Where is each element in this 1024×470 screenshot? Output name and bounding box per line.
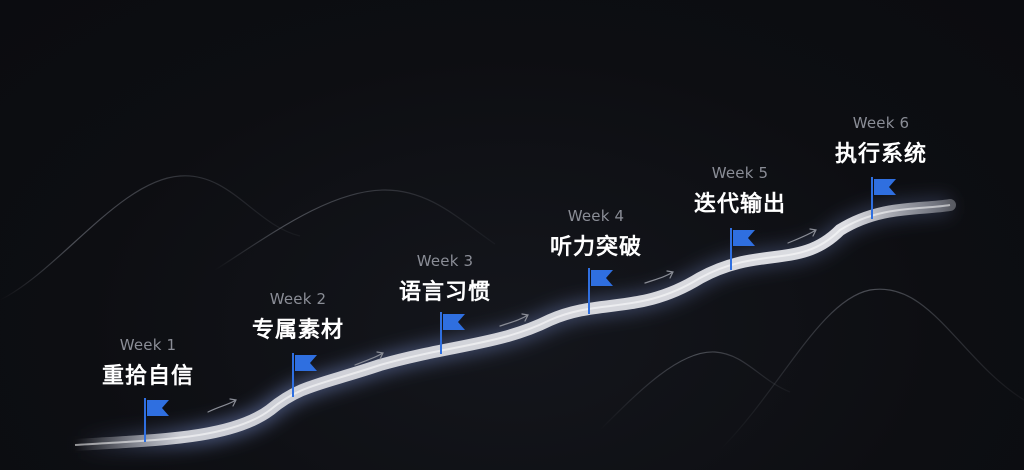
- flag-icon: [147, 400, 169, 416]
- milestone-5: Week 5 迭代输出: [640, 164, 840, 218]
- mountain-line-right-large: [719, 288, 1024, 451]
- flag-icon: [874, 179, 896, 195]
- trail-arrow-3: [499, 313, 529, 327]
- milestone-title: 迭代输出: [693, 192, 786, 217]
- flag-3: [440, 312, 465, 354]
- milestone-week: Week 2: [269, 290, 327, 308]
- flag-icon: [295, 355, 317, 371]
- mountain-line-left: [0, 175, 301, 301]
- trail-arrow-5: [787, 228, 817, 244]
- milestone-week: Week 3: [416, 252, 474, 270]
- milestone-week: Week 5: [711, 164, 769, 182]
- road-edge: [74, 204, 951, 446]
- milestone-3: Week 3 语言习惯: [345, 252, 545, 306]
- milestone-title: 执行系统: [834, 142, 927, 167]
- milestone-week: Week 6: [852, 114, 910, 132]
- trail-arrow-1: [207, 398, 237, 413]
- milestone-week: Week 1: [119, 336, 177, 354]
- milestone-title: 听力突破: [549, 235, 642, 260]
- flag-icon: [443, 314, 465, 330]
- milestone-title: 专属素材: [251, 318, 344, 343]
- milestone-2: Week 2 专属素材: [198, 290, 398, 344]
- mountain-line-mid: [214, 189, 496, 271]
- trail-arrow-4: [644, 270, 674, 284]
- trail-arrow-2: [354, 351, 384, 366]
- milestone-6: Week 6 执行系统: [781, 114, 981, 168]
- flag-6: [871, 177, 896, 219]
- flag-4: [588, 268, 613, 314]
- flag-icon: [591, 270, 613, 286]
- flag-1: [144, 398, 169, 442]
- milestone-title: 语言习惯: [398, 280, 491, 305]
- milestone-4: Week 4 听力突破: [496, 207, 696, 261]
- mountain-line-right-small: [599, 351, 791, 431]
- flag-icon: [733, 230, 755, 246]
- flag-5: [730, 228, 755, 270]
- milestone-week: Week 4: [567, 207, 625, 225]
- milestone-title: 重拾自信: [101, 364, 194, 389]
- milestone-1: Week 1 重拾自信: [48, 336, 248, 390]
- flag-2: [292, 353, 317, 397]
